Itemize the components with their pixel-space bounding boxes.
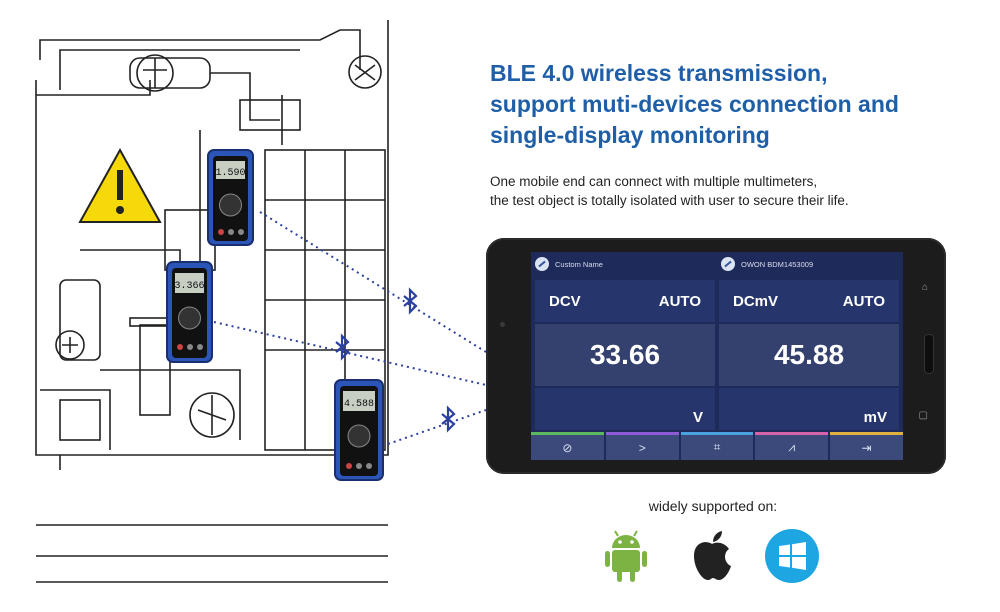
headline-line-1: BLE 4.0 wireless transmission, [490,60,828,86]
phone-mockup: ⌂ ▢ Custom Name OWON BDM1453009 DCV AUTO… [486,238,946,474]
meter-2-reading: 3.366 [174,281,204,292]
reading-value-2: 45.88 [719,324,899,386]
device-name-2: OWON BDM1453009 [741,259,814,269]
apple-icon [694,531,731,580]
unit-label-1: V [535,388,715,430]
industrial-scene-illustration: 1.590 3.366 4.588 [35,20,487,583]
headline: BLE 4.0 wireless transmission, support m… [490,58,980,151]
windows-icon [765,529,819,583]
headline-line-3: single-display monitoring [490,122,770,148]
mode-row-2: DCmV AUTO [719,280,899,322]
device-header-2[interactable]: OWON BDM1453009 [717,252,901,276]
bottom-toolbar: ⊘ > ⌗ ⩘ ⇥ [531,432,903,460]
multimeter-1: 1.590 [207,149,254,246]
chart-button[interactable]: ⩘ [755,432,829,460]
multimeter-2: 3.366 [166,261,213,363]
reading-value-1: 33.66 [535,324,715,386]
range-label-1[interactable]: AUTO [658,292,701,310]
device-name-1: Custom Name [555,259,603,269]
unit-label-2: mV [719,388,899,430]
fullscreen-button[interactable]: ⌗ [680,432,754,460]
multimeter-3: 4.588 [334,379,384,481]
recent-nav-icon: ▢ [918,410,928,421]
description: One mobile end can connect with multiple… [490,172,960,210]
link-button[interactable]: ⊘ [531,432,604,460]
device-header-1[interactable]: Custom Name [531,252,715,276]
link-icon: ⊘ [562,440,573,455]
mode-row-1: DCV AUTO [535,280,715,322]
back-nav-icon: ⌂ [921,282,928,293]
exit-icon: ⇥ [861,440,872,455]
meter-panel-2: DCmV AUTO 45.88 mV [719,280,899,440]
app-screen: Custom Name OWON BDM1453009 DCV AUTO 33.… [531,252,903,460]
range-label-2[interactable]: AUTO [842,292,885,310]
mode-label-1[interactable]: DCV [549,292,581,310]
mode-label-2[interactable]: DCmV [733,292,779,310]
bluetooth-icon [335,287,456,433]
owon-logo-icon [535,257,549,271]
owon-logo-icon [721,257,735,271]
meter-1-reading: 1.590 [215,168,245,179]
description-line-1: One mobile end can connect with multiple… [490,174,818,189]
chart-icon: ⩘ [788,440,796,454]
fullscreen-icon: ⌗ [713,440,721,454]
warning-sign [78,147,162,223]
home-button [924,334,934,374]
description-line-2: the test object is totally isolated with… [490,193,849,208]
headline-line-2: support muti-devices connection and [490,91,899,117]
exit-button[interactable]: ⇥ [830,432,903,460]
next-icon: > [638,440,646,455]
meter-3-reading: 4.588 [344,399,374,410]
android-icon [605,530,647,582]
camera-dot [500,322,505,327]
bluetooth-links [213,211,487,445]
meter-panel-1: DCV AUTO 33.66 V [535,280,715,440]
supported-label: widely supported on: [648,498,778,514]
next-button[interactable]: > [605,432,679,460]
